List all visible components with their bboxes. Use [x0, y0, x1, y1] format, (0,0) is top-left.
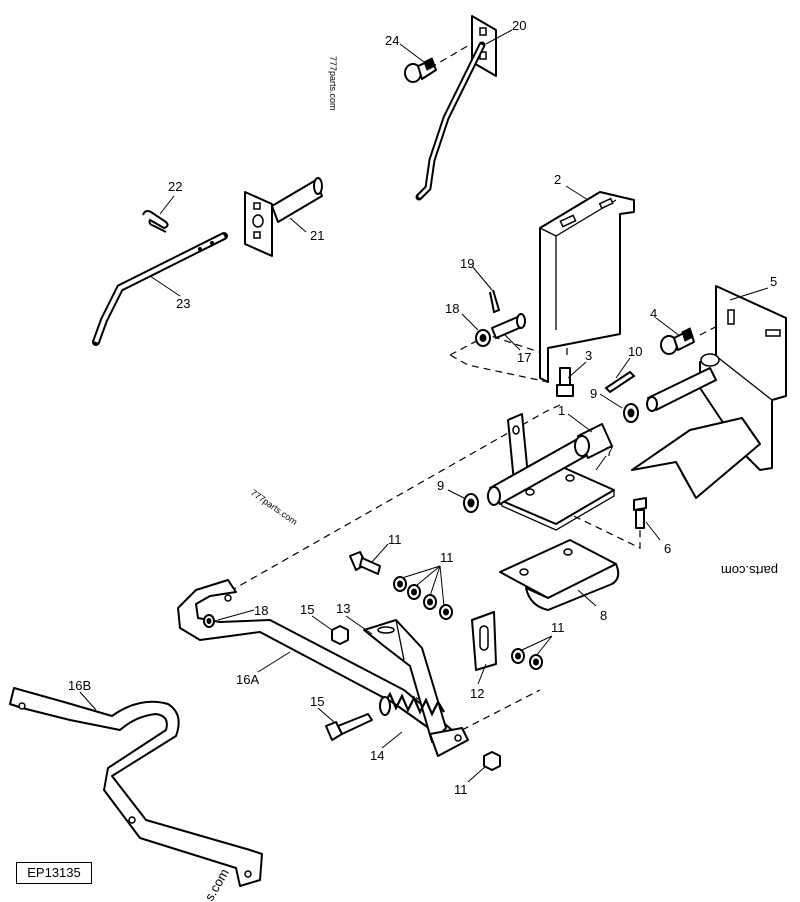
part-5-angle-bracket — [631, 285, 787, 499]
callout-24: 24 — [385, 33, 399, 48]
callout-22: 22 — [168, 179, 182, 194]
part-20-rod — [415, 15, 497, 201]
part-3-bolt — [556, 367, 574, 397]
callout-12: 12 — [470, 686, 484, 701]
part-18-washer-upper — [475, 329, 491, 347]
callout-11-right: 11 — [551, 620, 565, 635]
callout-14: 14 — [370, 748, 384, 763]
part-11-nut — [483, 751, 501, 771]
part-15-bolt — [325, 713, 373, 741]
part-8-channel — [499, 539, 620, 611]
callout-10: 10 — [628, 344, 642, 359]
callout-16a: 16A — [236, 672, 259, 687]
callout-20: 20 — [512, 18, 526, 33]
part-17-clevis-pin — [491, 313, 526, 339]
part-4-carriage-bolt — [660, 327, 695, 355]
part-19-cotter-pin — [489, 289, 501, 314]
part-1-pin — [646, 367, 717, 412]
callout-7: 7 — [606, 444, 613, 459]
part-23-bent-rod — [92, 232, 228, 346]
figure-reference-code: EP13135 — [16, 862, 92, 884]
callout-2: 2 — [554, 172, 561, 187]
part-7-pivot-bracket — [487, 413, 615, 531]
callout-labels: 24 20 2 5 4 22 21 23 19 18 17 3 10 9 1 7… — [68, 18, 777, 797]
part-14-spring — [379, 691, 445, 717]
part-9-washer-upper — [623, 403, 639, 423]
callout-5: 5 — [770, 274, 777, 289]
callout-1: 1 — [558, 403, 565, 418]
part-10-cotter-pin — [604, 370, 636, 394]
callout-6: 6 — [664, 541, 671, 556]
callout-15-bolt: 15 — [310, 694, 324, 709]
part-6-bolt — [633, 497, 647, 529]
part-12-slotted-plate — [471, 611, 497, 671]
watermark-top: 777parts.com — [328, 56, 338, 111]
watermark-right: parts.com — [721, 563, 778, 578]
watermark-middle: 777parts.com — [249, 487, 299, 526]
callout-19: 19 — [460, 256, 474, 271]
part-22-spring-pin — [142, 210, 169, 233]
callout-9-lower: 9 — [437, 478, 444, 493]
callout-18-upper: 18 — [445, 301, 459, 316]
part-13-spring-bracket — [363, 619, 469, 757]
callout-21: 21 — [310, 228, 324, 243]
callout-9-upper: 9 — [590, 386, 597, 401]
leader-lines — [79, 29, 769, 783]
callout-11-bolt: 11 — [388, 532, 402, 547]
callout-18-lower: 18 — [254, 603, 268, 618]
part-15-nut — [331, 625, 349, 645]
callout-11-washers: 11 — [440, 550, 454, 565]
callout-8: 8 — [600, 608, 607, 623]
part-11-bolt — [349, 551, 381, 575]
callout-4: 4 — [650, 306, 657, 321]
callout-16b: 16B — [68, 678, 91, 693]
part-9-washer-lower — [463, 493, 479, 513]
callout-13: 13 — [336, 601, 350, 616]
watermark-bottom: s.com — [202, 866, 232, 902]
callout-15-nut: 15 — [300, 602, 314, 617]
callout-3: 3 — [585, 348, 592, 363]
part-11-washers — [393, 576, 543, 670]
callout-11-nut: 11 — [454, 782, 468, 797]
part-21-plate-shaft — [244, 177, 323, 257]
part-16b-pedal-arm — [9, 687, 263, 887]
part-18-washer-lower — [203, 614, 215, 628]
part-24-carriage-bolt — [404, 57, 437, 83]
callout-17: 17 — [517, 350, 531, 365]
part-2-bracket — [539, 191, 635, 383]
callout-23: 23 — [176, 296, 190, 311]
